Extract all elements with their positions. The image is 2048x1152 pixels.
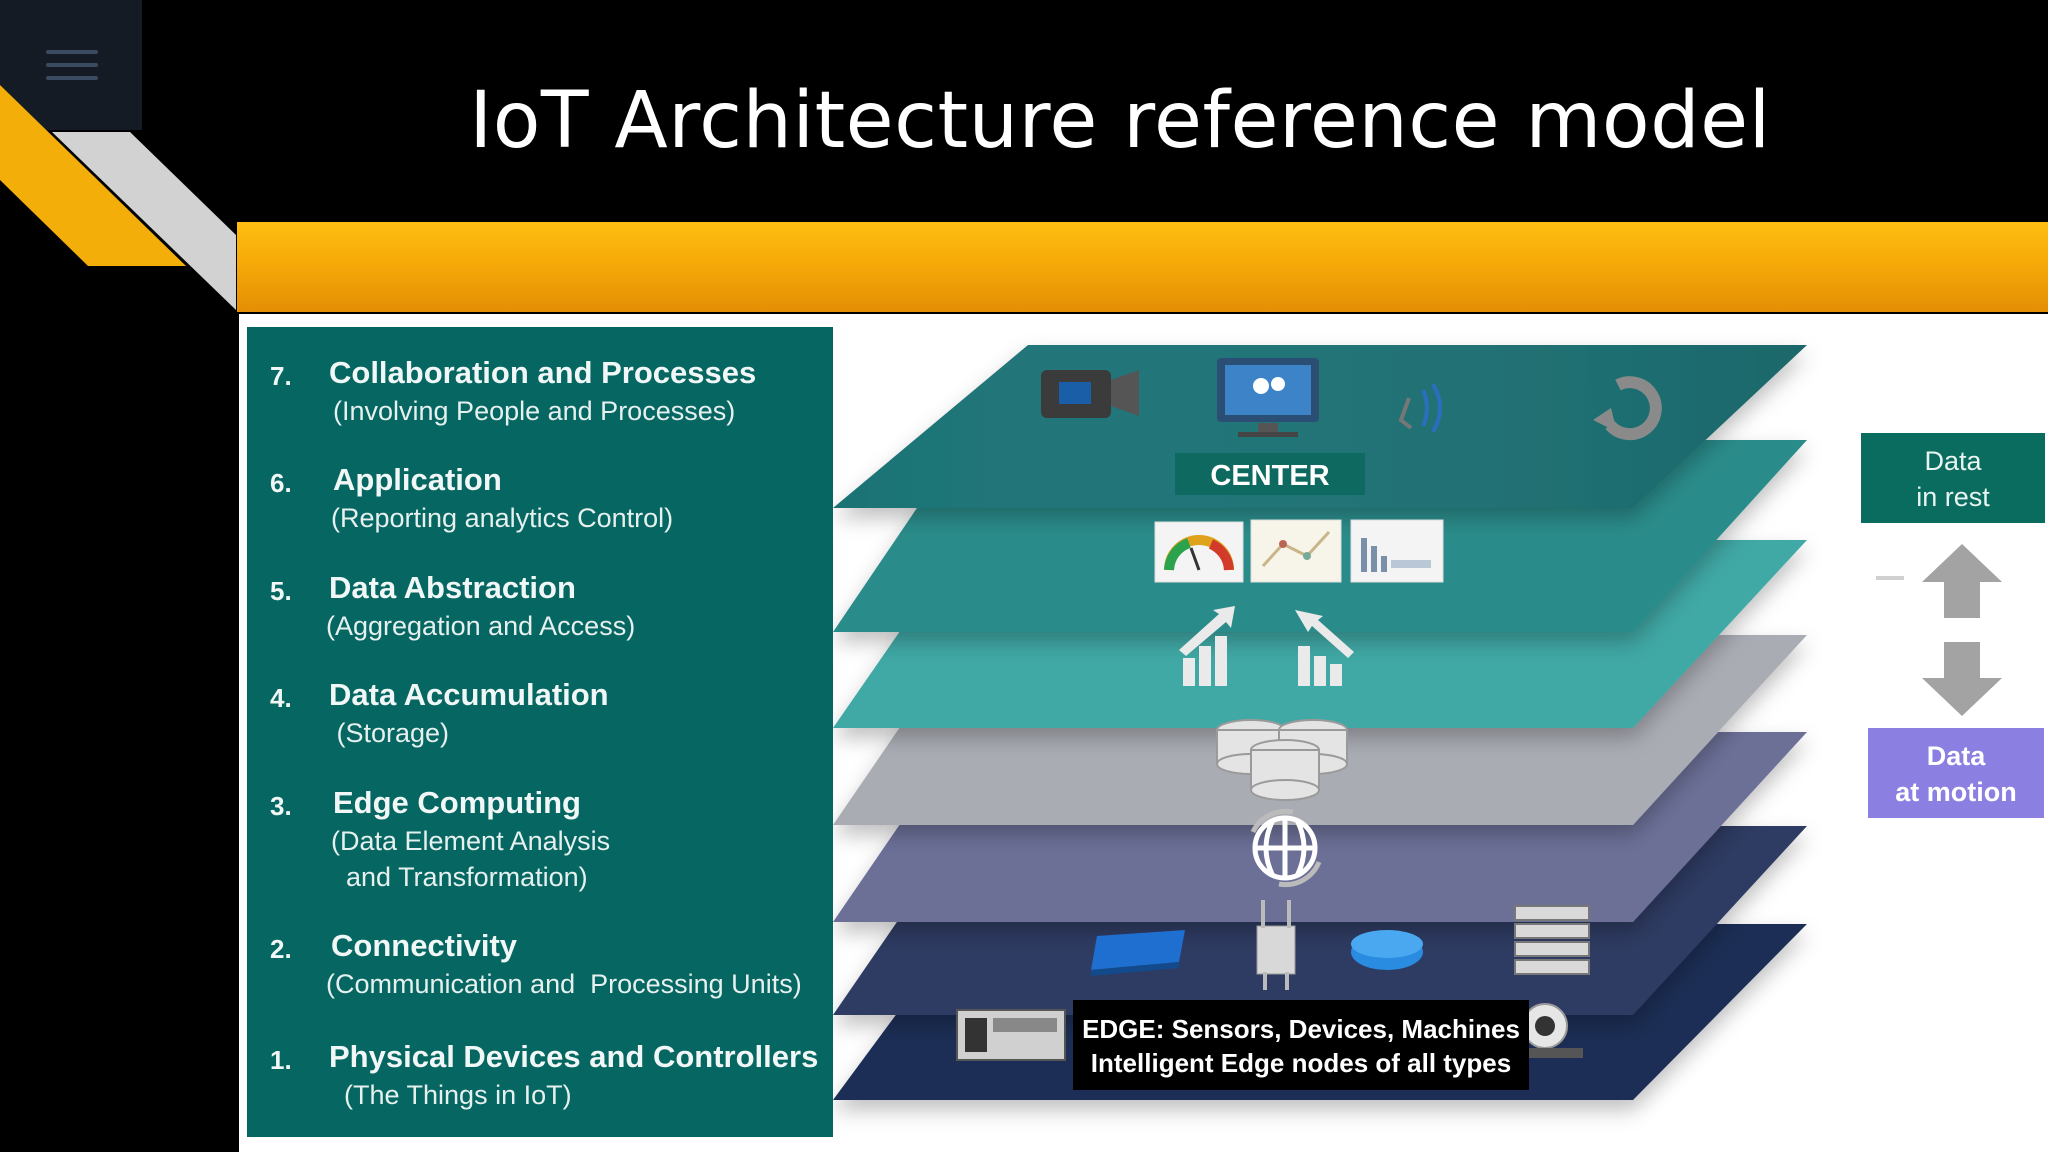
layer-name: Physical Devices and Controllers [329, 1039, 819, 1074]
arrow-down-icon [1922, 642, 2002, 716]
arrow-up-icon [1922, 544, 2002, 618]
bar-chart-icon [1350, 519, 1444, 583]
layer-description: (Reporting analytics Control) [331, 503, 674, 533]
layer-name: Data Accumulation [329, 677, 609, 712]
menu-icon [46, 50, 98, 54]
globe-sync-icon [1250, 808, 1322, 888]
database-icon [1216, 719, 1348, 801]
network-chart-icon [1250, 519, 1342, 583]
layer-description: (Communication and Processing Units) [326, 969, 802, 999]
layer-description: (Data Element Analysis and Transformatio… [331, 826, 611, 892]
layer-name: Data Abstraction [329, 570, 576, 605]
router-icon [1351, 930, 1423, 970]
edge-label-line2: Intelligent Edge nodes of all types [1091, 1048, 1511, 1078]
layer-number: 4. [270, 683, 292, 713]
gold-band [237, 222, 2048, 312]
edge-label-bg [1073, 1000, 1529, 1090]
monitor-icon [1217, 358, 1319, 437]
server-rack-icon [1514, 905, 1590, 975]
switch-icon [1091, 930, 1185, 976]
video-camera-icon [1041, 370, 1139, 418]
layer-number: 2. [270, 934, 292, 964]
layer-name: Edge Computing [333, 785, 581, 820]
data-at-motion-line1: Data [1926, 741, 1986, 771]
layer-number: 3. [270, 791, 292, 821]
layer-description: (The Things in IoT) [329, 1080, 572, 1110]
layer-list-panel: 7. Collaboration and Processes (Involvin… [247, 327, 833, 1137]
refresh-icon [1593, 376, 1662, 441]
data-at-motion-line2: at motion [1895, 777, 2017, 807]
layer-number: 5. [270, 576, 292, 606]
decorative-stripes [0, 85, 236, 310]
slide-title: IoT Architecture reference model [469, 76, 1771, 166]
layer-description: (Aggregation and Access) [326, 611, 636, 641]
layer-stack-diagram: CENTER [833, 345, 1807, 1100]
layer-name: Collaboration and Processes [329, 355, 757, 390]
growth-chart-icon [1179, 606, 1235, 686]
aggregation-chart-icon [1295, 610, 1354, 686]
layer-number: 6. [270, 468, 292, 498]
dash-marker-icon [1876, 576, 1904, 580]
edge-label-line1: EDGE: Sensors, Devices, Machines [1082, 1014, 1520, 1044]
phone-wave-icon [1398, 382, 1442, 434]
data-in-rest-line1: Data [1924, 446, 1982, 476]
menu-icon-bar-2 [46, 63, 98, 67]
controller-device-icon [956, 1009, 1066, 1061]
layer-description: (Involving People and Processes) [333, 396, 736, 426]
up-down-arrows [1876, 544, 2002, 716]
access-point-icon [1256, 900, 1296, 990]
gauge-icon [1154, 521, 1244, 583]
data-in-rest-line2: in rest [1916, 482, 1990, 512]
data-in-rest-box: Data in rest [1861, 433, 2045, 523]
layer-name: Application [333, 462, 502, 497]
center-label: CENTER [1210, 460, 1329, 492]
data-at-motion-box: Data at motion [1868, 728, 2044, 818]
layer-name: Connectivity [331, 928, 518, 963]
layer-number: 7. [270, 361, 292, 391]
layer-description: (Storage) [329, 718, 450, 748]
center-label-bg [1175, 453, 1365, 495]
layer-number: 1. [270, 1045, 292, 1075]
menu-icon-bar-3 [46, 76, 98, 80]
